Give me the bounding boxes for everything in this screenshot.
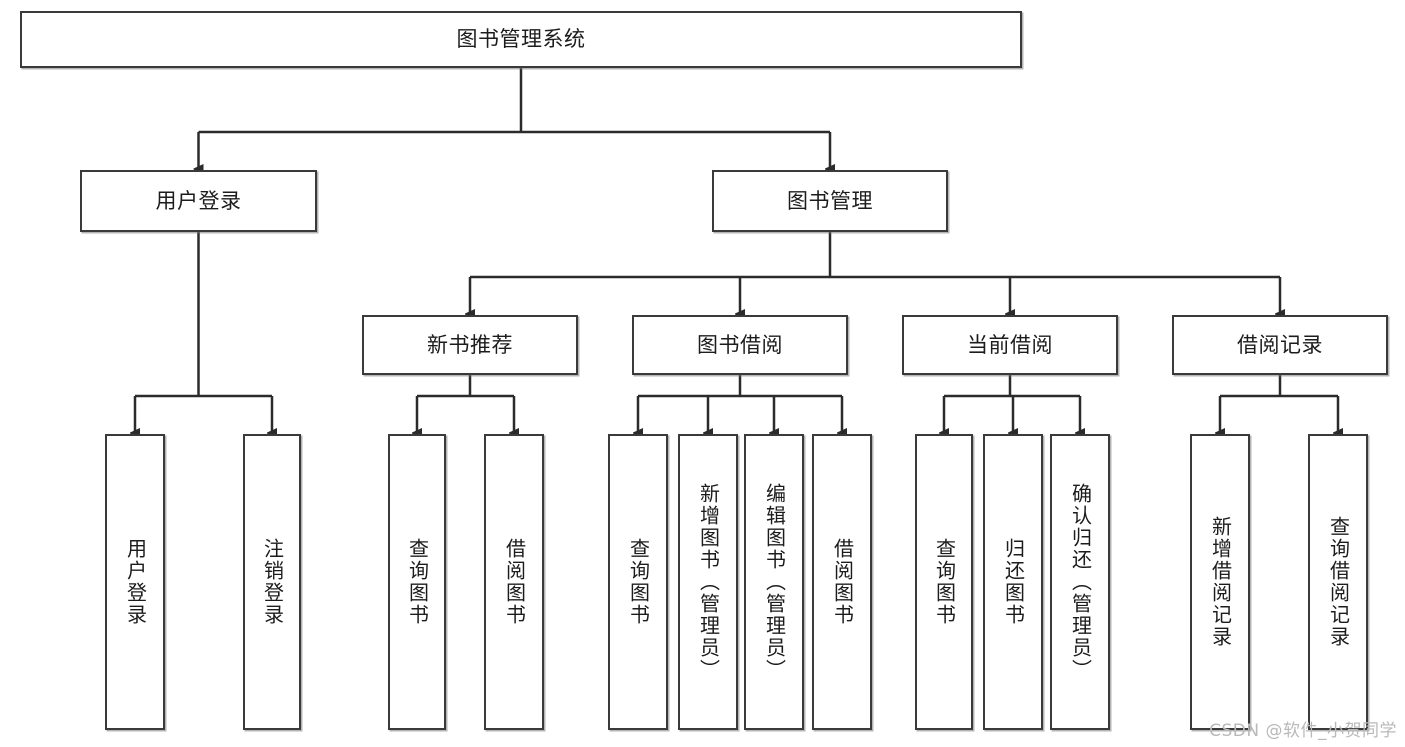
node-record[interactable]: 借阅记录 [1172,315,1388,375]
node-leaf-borrow-query[interactable]: 查询图书 [608,434,668,730]
node-label: 编辑图书（管理员） [762,483,787,681]
node-label: 当前借阅 [967,332,1053,357]
node-leaf-cur-query[interactable]: 查询图书 [915,434,973,730]
node-label: 查询图书 [405,538,430,626]
edge-bus-bookmgmt [470,232,1280,279]
edge-bus-root [198,68,830,134]
edge-bus-borrow [638,375,842,398]
node-current[interactable]: 当前借阅 [902,315,1118,375]
edge-bus-record [1220,375,1338,398]
node-login[interactable]: 用户登录 [80,170,317,232]
edge-bus-newbook [417,375,514,398]
node-label: 图书管理 [787,188,873,213]
node-leaf-cur-return[interactable]: 归还图书 [983,434,1043,730]
node-label: 借阅图书 [502,538,527,626]
node-label: 图书借阅 [697,332,783,357]
node-borrow[interactable]: 图书借阅 [632,315,848,375]
node-label: 注销登录 [260,538,285,626]
node-newbook[interactable]: 新书推荐 [362,315,578,375]
edge-group [135,68,1338,433]
node-root[interactable]: 图书管理系统 [20,11,1022,68]
node-leaf-new-borrow[interactable]: 借阅图书 [484,434,544,730]
node-label: 用户登录 [123,538,148,626]
node-leaf-user-logout[interactable]: 注销登录 [243,434,301,730]
node-leaf-borrow-edit[interactable]: 编辑图书（管理员） [744,434,804,730]
node-leaf-cur-confirm[interactable]: 确认归还（管理员） [1050,434,1110,730]
node-label: 借阅图书 [830,538,855,626]
node-leaf-user-login[interactable]: 用户登录 [105,434,165,730]
node-label: 归还图书 [1001,538,1026,626]
node-label: 图书管理系统 [456,27,586,52]
node-leaf-borrow-add[interactable]: 新增图书（管理员） [678,434,738,730]
node-label: 确认归还（管理员） [1068,483,1093,681]
node-leaf-borrow-lend[interactable]: 借阅图书 [812,434,872,730]
node-label: 借阅记录 [1237,332,1323,357]
node-label: 新增借阅记录 [1208,516,1233,648]
node-leaf-new-query[interactable]: 查询图书 [388,434,446,730]
node-label: 查询借阅记录 [1326,516,1351,648]
edge-bus-current [944,375,1080,398]
watermark-label: CSDN @软件_小贺同学 [1209,721,1397,741]
node-label: 查询图书 [626,538,651,626]
node-leaf-rec-query[interactable]: 查询借阅记录 [1308,434,1368,730]
node-label: 新书推荐 [427,332,513,357]
node-leaf-rec-add[interactable]: 新增借阅记录 [1190,434,1250,730]
node-label: 用户登录 [155,188,242,213]
node-label: 查询图书 [932,538,957,626]
node-bookmgmt[interactable]: 图书管理 [712,170,948,232]
edge-bus-login [135,232,272,398]
node-label: 新增图书（管理员） [696,483,721,681]
